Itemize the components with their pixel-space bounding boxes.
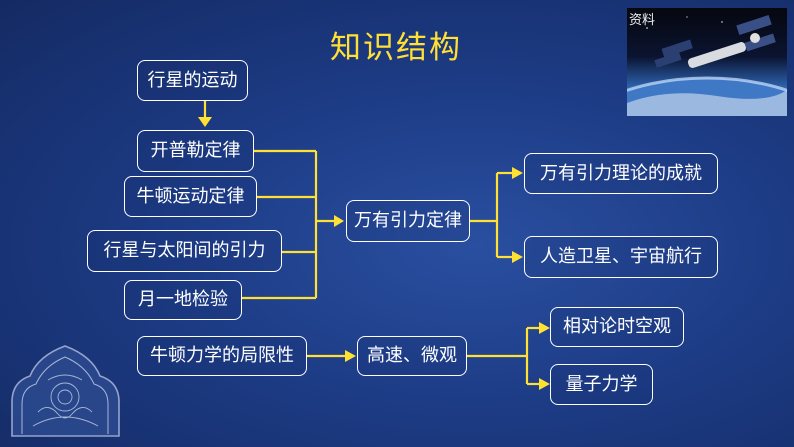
node-newton-motion: 牛顿运动定律 — [124, 176, 257, 217]
node-satellites: 人造卫星、宇宙航行 — [524, 236, 718, 278]
node-universal-gravitation: 万有引力定律 — [346, 200, 470, 242]
node-quantum: 量子力学 — [550, 364, 653, 405]
node-planet-sun-gravity: 行星与太阳间的引力 — [87, 230, 282, 272]
node-relativity: 相对论时空观 — [550, 307, 684, 347]
arrow-satellites — [512, 251, 523, 263]
arrow-kepler — [198, 117, 212, 127]
arrow-gravitation — [334, 215, 344, 227]
arrow-achievements — [512, 167, 523, 179]
space-station-illustration — [627, 14, 787, 116]
node-kepler: 开普勒定律 — [137, 130, 254, 172]
arrow-high-speed — [345, 350, 356, 362]
photo-label: 资料 — [629, 13, 656, 28]
node-moon-earth-test: 月一地检验 — [124, 280, 242, 320]
arrow-quantum — [539, 378, 550, 390]
node-planet-motion: 行星的运动 — [137, 60, 248, 101]
node-high-speed-micro: 高速、微观 — [357, 336, 467, 376]
node-newton-limits: 牛顿力学的局限性 — [137, 336, 307, 376]
decorative-ornament — [11, 345, 120, 437]
node-achievements: 万有引力理论的成就 — [524, 153, 718, 194]
space-station-photo: 资料 — [627, 8, 787, 116]
space-station-shape — [654, 14, 776, 68]
page-title: 知识结构 — [330, 30, 462, 66]
arrow-relativity — [539, 322, 550, 334]
